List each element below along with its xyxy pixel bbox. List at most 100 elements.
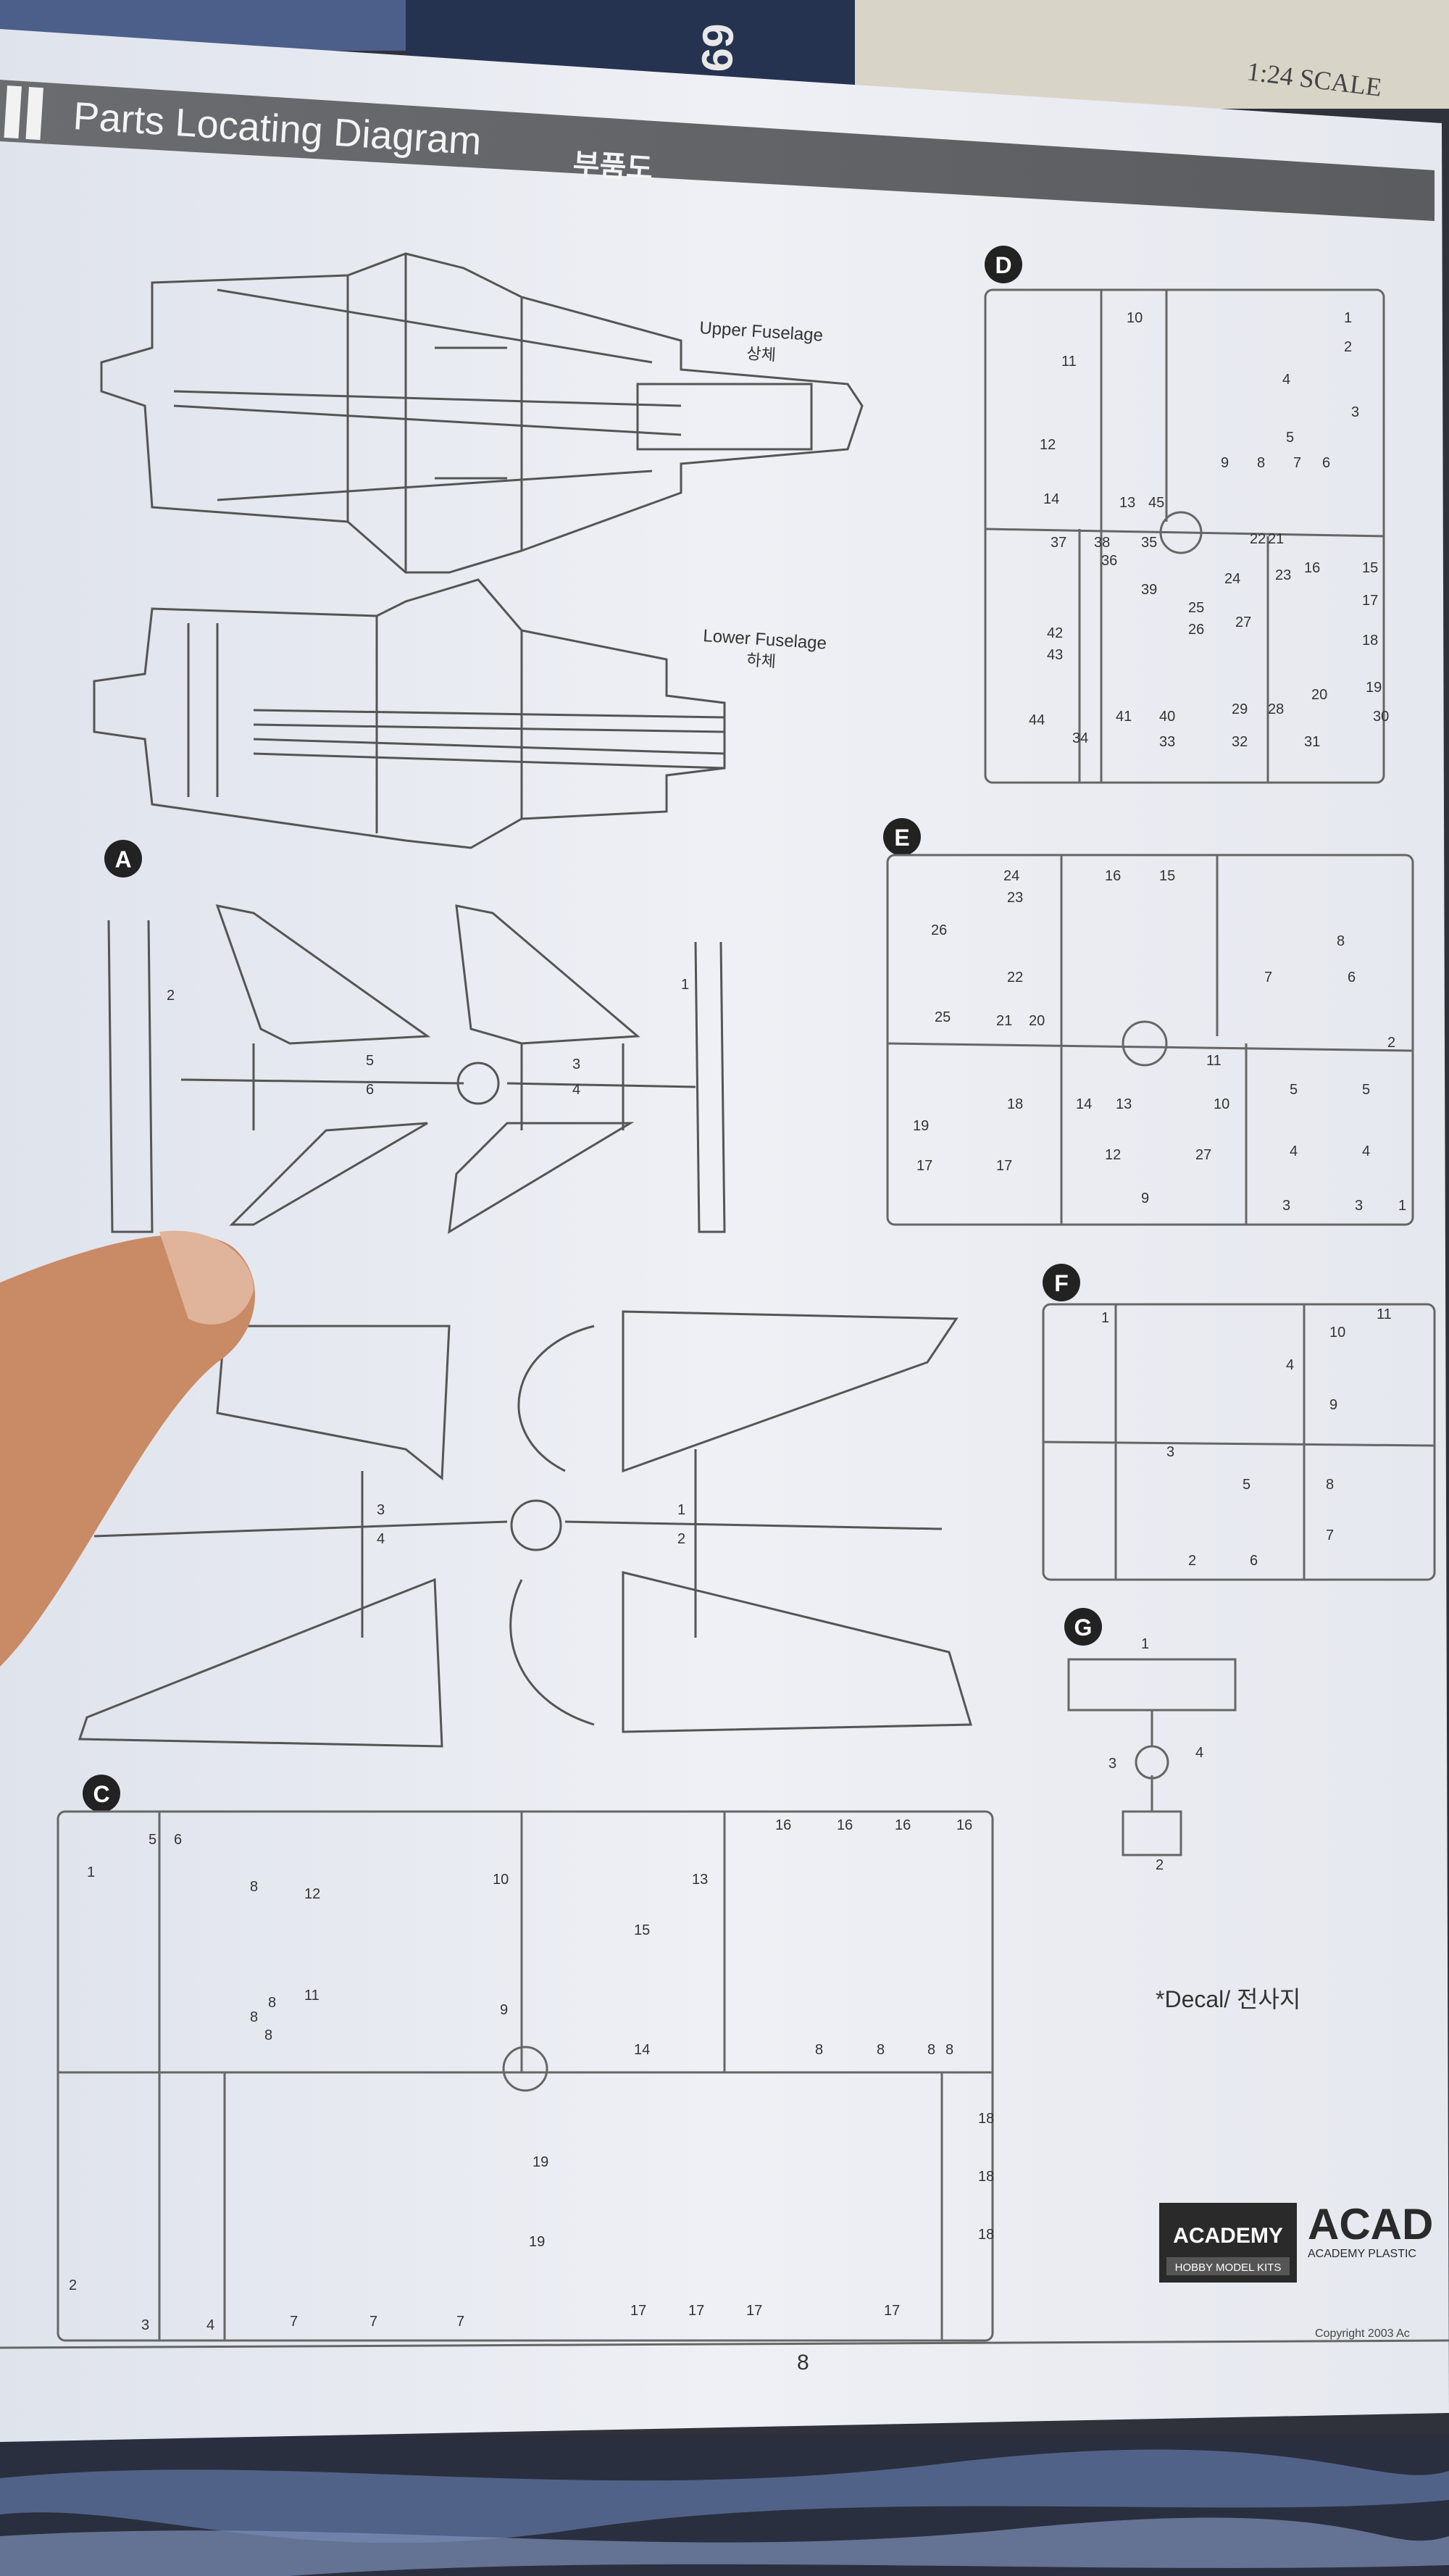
- sprue-c-part-number: 11: [304, 1988, 320, 2004]
- sprue-c-frame: [57, 1810, 994, 2342]
- academy-logo-text: ACADEMY: [1173, 2224, 1283, 2248]
- sprue-a-letter: A: [114, 846, 131, 872]
- sprue-e-frame: [886, 854, 1414, 1226]
- sprue-c-part-number: 16: [837, 1817, 853, 1833]
- sprue-a-badge: [104, 840, 142, 878]
- sprue-e-part-number: 12: [1105, 1147, 1121, 1163]
- sprue-f-part-number: 7: [1326, 1527, 1334, 1543]
- sprue-f-part-number: 8: [1326, 1477, 1334, 1493]
- sprue-d-part-number: 45: [1148, 495, 1164, 511]
- sprue-e-part-number: 19: [913, 1118, 929, 1134]
- sprue-d-part-number: 12: [1040, 437, 1056, 453]
- sprue-c-part-number: 18: [978, 2111, 994, 2127]
- sprue-e-part-number: 10: [1214, 1096, 1229, 1112]
- sprue-b-part-number: 2: [677, 1531, 685, 1547]
- sprue-c-part-number: 8: [264, 2027, 272, 2043]
- sprue-c-part-number: 17: [884, 2303, 900, 2319]
- sprue-d-part-number: 28: [1268, 701, 1284, 717]
- lower-fuselage-drawing: [93, 578, 726, 849]
- sprue-e-badge: [883, 818, 921, 856]
- sprue-d-part-number: 31: [1304, 734, 1320, 750]
- sprue-c-part-number: 17: [630, 2303, 646, 2319]
- sprue-d-part-number: 33: [1159, 734, 1175, 750]
- sprue-a-part-number: 6: [366, 1082, 374, 1098]
- sprue-c-part-number: 4: [206, 2317, 214, 2333]
- sprue-f-part-number: 10: [1329, 1325, 1345, 1341]
- sprue-g-part-number: 1: [1141, 1636, 1149, 1652]
- decal-note: *Decal/ 전사지: [1156, 1986, 1300, 2012]
- sprue-d-part-number: 6: [1322, 455, 1330, 471]
- sprue-a-part-number: 4: [572, 1082, 580, 1098]
- sprue-d-part-number: 24: [1224, 571, 1240, 587]
- sprue-d-part-number: 15: [1362, 560, 1378, 576]
- sprue-d-part-number: 41: [1116, 709, 1132, 725]
- sprue-c-part-number: 12: [304, 1886, 320, 1902]
- sprue-e-part-number: 6: [1348, 970, 1356, 985]
- sprue-a-part-number: 1: [681, 977, 689, 993]
- sprue-f-part-number: 5: [1243, 1477, 1250, 1493]
- sprue-f-badge: [1043, 1264, 1080, 1301]
- sprue-c-part-number: 19: [533, 2154, 548, 2170]
- sprue-d-parts: 1234567891011121314151617181920212223242…: [1029, 310, 1389, 750]
- sprue-e-part-number: 24: [1003, 868, 1019, 884]
- sprue-e-part-number: 20: [1029, 1013, 1045, 1029]
- sprue-b-part-number: 4: [377, 1531, 385, 1547]
- sprue-c-part-number: 8: [815, 2042, 823, 2058]
- sprue-c-part-number: 18: [978, 2169, 994, 2185]
- sprue-c-part-number: 17: [688, 2303, 704, 2319]
- sprue-d-part-number: 42: [1047, 625, 1063, 641]
- sprue-c-part-number: 17: [746, 2303, 762, 2319]
- sprue-c-part-number: 16: [775, 1817, 791, 1833]
- sprue-b-part-number: 3: [377, 1502, 385, 1518]
- sprue-c-letter: C: [93, 1781, 109, 1807]
- sprue-c-part-number: 7: [369, 2314, 377, 2330]
- sprue-d-frame: [984, 288, 1385, 784]
- sprue-d-part-number: 11: [1061, 354, 1077, 370]
- sprue-c-part-number: 8: [945, 2042, 953, 2058]
- sprue-c-part-number: 7: [456, 2314, 464, 2330]
- sprue-f-part-number: 9: [1329, 1397, 1337, 1413]
- sprue-f-part-number: 4: [1286, 1357, 1294, 1373]
- sprue-d-part-number: 20: [1311, 687, 1327, 703]
- academy-logo: ACADEMY HOBBY MODEL KITS: [1159, 2203, 1297, 2283]
- sprue-d-part-number: 16: [1304, 560, 1320, 576]
- sprue-d-part-number: 30: [1373, 709, 1389, 725]
- sprue-d-part-number: 14: [1043, 491, 1059, 507]
- sprue-b-drawing: [78, 1310, 973, 1748]
- sprue-c-part-number: 16: [956, 1817, 972, 1833]
- sprue-e-part-number: 9: [1141, 1191, 1149, 1206]
- thumb: [0, 1230, 256, 1667]
- sprue-e-part-number: 21: [996, 1013, 1012, 1029]
- sprue-e-part-number: 2: [1387, 1035, 1395, 1051]
- academy-brand-text: ACAD: [1308, 2200, 1433, 2248]
- sprue-e-part-number: 1: [1398, 1198, 1406, 1214]
- sprue-c-part-number: 5: [149, 1832, 156, 1848]
- sprue-d-part-number: 7: [1293, 455, 1301, 471]
- sprue-e-part-number: 5: [1290, 1082, 1298, 1098]
- sprue-c-part-number: 10: [493, 1872, 509, 1888]
- sprue-d-part-number: 44: [1029, 712, 1045, 728]
- sprue-c-part-number: 9: [500, 2002, 508, 2018]
- academy-brand-subtext: ACADEMY PLASTIC: [1308, 2248, 1416, 2260]
- sprue-c-part-number: 14: [634, 2042, 650, 2058]
- sprue-d-badge: [985, 246, 1022, 283]
- sprue-f-frame: [1042, 1303, 1436, 1581]
- instruction-sheet: Parts Locating Diagram 부품도 Upper Fuselag…: [0, 29, 1449, 2442]
- sprue-d-part-number: 19: [1366, 680, 1382, 696]
- sprue-c-part-number: 15: [634, 1922, 650, 1938]
- sprue-c-part-number: 8: [877, 2042, 885, 2058]
- sprue-d-part-number: 3: [1351, 404, 1359, 420]
- sprue-d-part-number: 36: [1101, 553, 1117, 569]
- sprue-c-badge: [83, 1775, 120, 1812]
- sprue-c-part-number: 19: [529, 2234, 545, 2250]
- sprue-e-part-number: 13: [1116, 1096, 1132, 1112]
- sprue-c-part-number: 8: [927, 2042, 935, 2058]
- sprue-a-drawing: [107, 904, 726, 1234]
- sprue-e-part-number: 27: [1195, 1147, 1211, 1163]
- sprue-d-part-number: 38: [1094, 535, 1110, 551]
- sprue-e-part-number: 4: [1290, 1143, 1298, 1159]
- sprue-e-part-number: 3: [1282, 1198, 1290, 1214]
